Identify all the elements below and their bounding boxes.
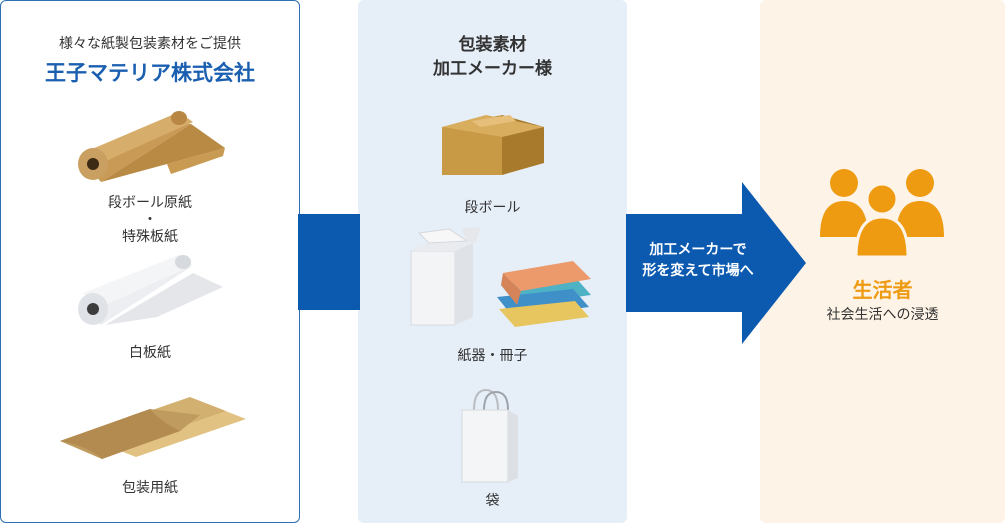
white-paper-roll-icon <box>78 255 223 325</box>
item-label-line2: 特殊板紙 <box>122 229 178 245</box>
item-label-dot: ・ <box>143 212 157 228</box>
item-bag: 袋 <box>485 493 500 509</box>
item-cartons-booklets: 紙器・冊子 <box>457 348 528 364</box>
paper-bag-icon <box>461 388 518 483</box>
item-corrugated-base-paper: 段ボール原紙 ・ 特殊板紙 <box>0 195 300 246</box>
manufacturer-title: 包装素材 加工メーカー様 <box>358 33 627 81</box>
manufacturer-title-line2: 加工メーカー様 <box>433 59 552 79</box>
brown-paper-roll-icon <box>78 111 225 182</box>
people-group-icon <box>820 169 944 259</box>
cardboard-box-icon <box>442 115 544 175</box>
manufacturer-title-line1: 包装素材 <box>458 35 527 55</box>
connector-band <box>298 214 360 310</box>
arrow-text-line2: 形を変えて市場へ <box>642 263 754 279</box>
item-label-line1: 段ボール原紙 <box>108 195 192 211</box>
supplier-title: 王子マテリア株式会社 <box>45 61 255 85</box>
arrow-text: 加工メーカーで 形を変えて市場へ <box>636 240 760 282</box>
item-white-board: 白板紙 <box>129 345 171 361</box>
arrow-text-line1: 加工メーカーで <box>649 242 747 258</box>
item-wrapping-paper: 包装用紙 <box>122 480 178 496</box>
paper-carton-and-books-icon <box>410 227 591 327</box>
consumer-title: 生活者 <box>852 278 913 302</box>
item-cardboard: 段ボール <box>464 200 521 216</box>
wrapping-paper-sheets-icon <box>60 397 246 459</box>
supplier-subtitle: 様々な紙製包装素材をご提供 <box>59 36 241 52</box>
flow-arrow <box>626 182 806 344</box>
consumer-subtitle: 社会生活への浸透 <box>826 307 939 323</box>
